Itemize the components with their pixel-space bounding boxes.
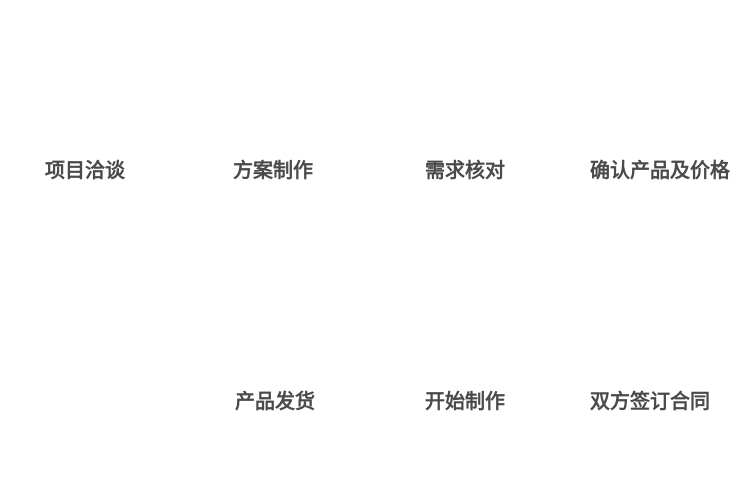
step-sign-contract: 双方签订合同 — [590, 389, 710, 413]
step-requirements-check: 需求核对 — [425, 158, 505, 182]
step-project-negotiation: 项目洽谈 — [45, 158, 125, 182]
step-confirm-product-price: 确认产品及价格 — [590, 158, 730, 182]
step-start-production: 开始制作 — [425, 389, 505, 413]
step-product-shipping: 产品发货 — [235, 389, 315, 413]
step-proposal-creation: 方案制作 — [233, 158, 313, 182]
